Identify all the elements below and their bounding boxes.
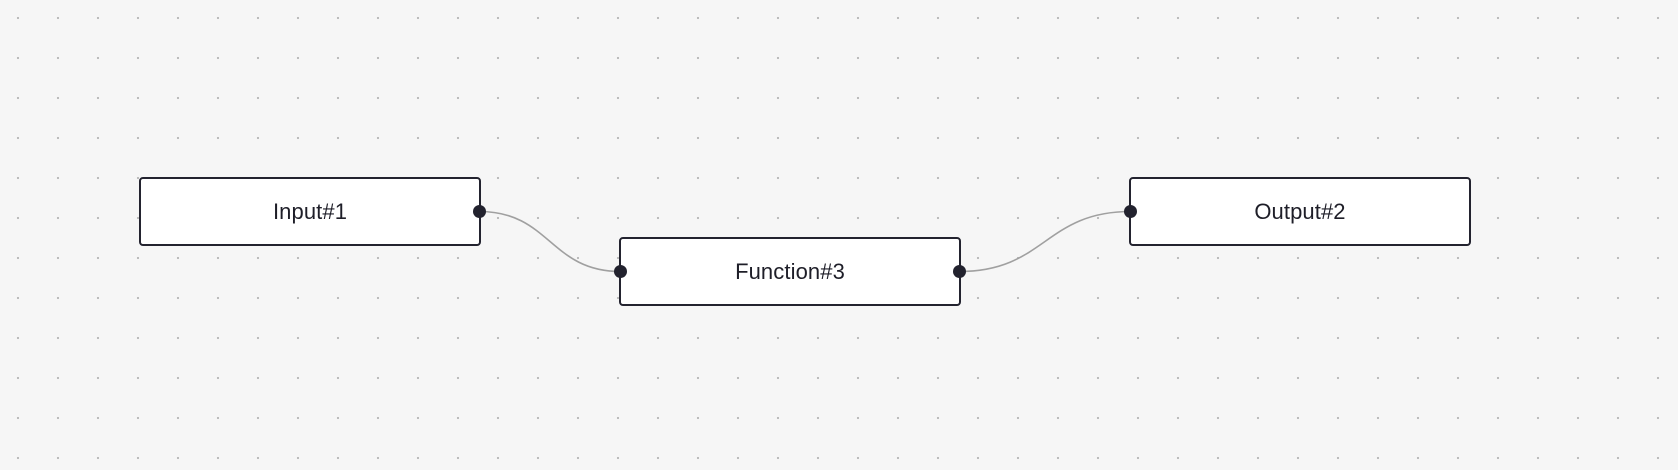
node-function[interactable]: Function#3 xyxy=(614,237,966,306)
node-input[interactable]: Input#1 xyxy=(139,177,486,246)
output-port[interactable] xyxy=(473,205,486,218)
output-port[interactable] xyxy=(953,265,966,278)
node-label: Function#3 xyxy=(735,258,845,284)
node-label: Input#1 xyxy=(272,198,348,224)
input-port[interactable] xyxy=(614,265,627,278)
node-label: Output#2 xyxy=(1254,198,1346,224)
edge-input-to-function[interactable] xyxy=(479,210,621,273)
edge-function-to-output[interactable] xyxy=(959,210,1131,273)
node-output[interactable]: Output#2 xyxy=(1124,177,1471,246)
input-port[interactable] xyxy=(1124,205,1137,218)
